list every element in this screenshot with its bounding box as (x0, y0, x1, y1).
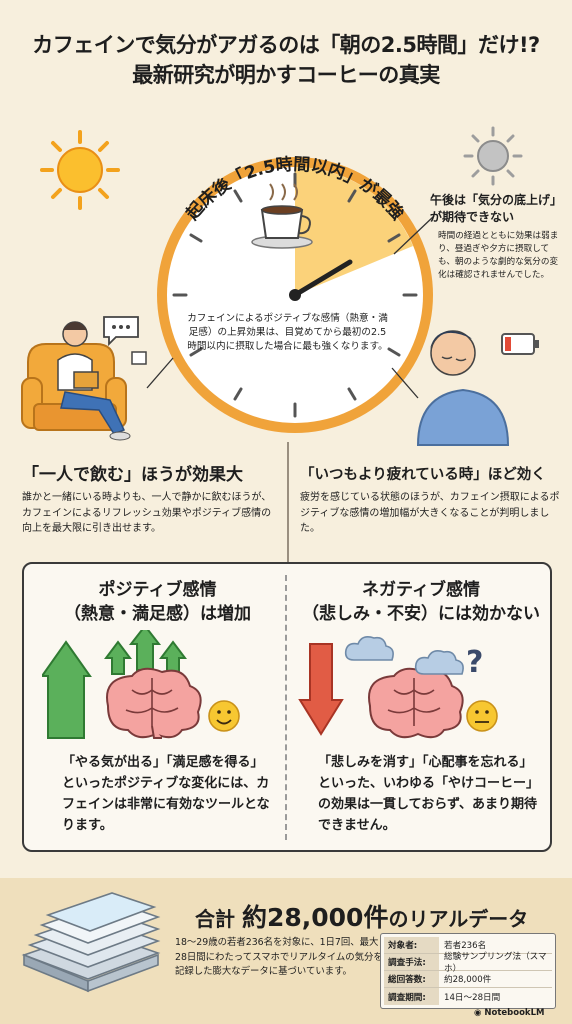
table-value: 約28,000件 (444, 975, 492, 985)
connector-line-left (146, 357, 174, 389)
negative-body: 「悲しみを消す」「心配事を忘れる」といった、いわゆる「やけコーヒー」の効果は一貫… (318, 755, 538, 833)
brain-icon (106, 667, 202, 739)
afternoon-heading: 午後は「気分の底上げ」が期待できない (430, 193, 563, 224)
table-value: 総験サンプリング法（スマホ） (444, 952, 547, 974)
table-row: 調査期間: 14日〜28日間 (384, 988, 552, 1005)
down-arrow-icon (298, 643, 344, 736)
study-table: 対象者: 若者236名 調査手法: 総験サンプリング法（スマホ） 総回答数: 約… (380, 933, 556, 1009)
sun-icon (40, 130, 120, 210)
brain-icon (368, 667, 464, 739)
positive-heading: ポジティブ感情 （熱意・満足感）は増加 (40, 578, 275, 626)
table-row: 総回答数: 約28,000件 (384, 971, 552, 988)
tired-person-illustration (416, 330, 510, 446)
pointer-line (393, 215, 435, 255)
question-icon: ? (466, 645, 483, 680)
reading-person-illustration (21, 321, 147, 441)
data-title-prefix: 合計 (195, 907, 242, 931)
table-key: 総回答数: (384, 971, 439, 987)
table-key: 調査期間: (384, 988, 439, 1005)
table-row: 調査手法: 総験サンプリング法（スマホ） (384, 952, 552, 974)
grey-sun-icon (463, 126, 523, 186)
coffee-cup-icon (251, 183, 313, 249)
neutral-face-icon (466, 700, 498, 732)
positive-heading-line2: （熱意・満足感）は増加 (64, 604, 251, 624)
center-divider (287, 442, 289, 562)
page-title: カフェインで気分がアガるのは「朝の2.5時間」だけ!? 最新研究が明かすコーヒー… (0, 30, 572, 90)
phones-stack-icon (21, 892, 161, 993)
table-value: 若者236名 (444, 941, 487, 951)
title-line2: 最新研究が明かすコーヒーの真実 (132, 63, 440, 87)
data-body: 18〜29歳の若者236名を対象に、1日7回、最大28日間にわたってスマホでリア… (175, 937, 383, 977)
alone-heading: 「一人で飲む」ほうが効果大 (22, 465, 243, 485)
speech-bubble-icon (103, 316, 139, 347)
table-key: 調査手法: (384, 954, 439, 970)
positive-heading-line1: ポジティブ感情 (98, 580, 217, 600)
cloud-icon (344, 636, 464, 675)
brand-logo-icon: ◉ (474, 1008, 485, 1018)
positive-body: 「やる気が出る」「満足感を得る」といったポジティブな変化には、カフェインは非常に… (62, 755, 270, 833)
up-arrow-icon (42, 630, 187, 739)
connector-line-right (391, 367, 419, 399)
negative-heading-line1: ネガティブ感情 (362, 580, 480, 600)
table-value: 14日〜28日間 (444, 992, 501, 1003)
data-title-suffix: のリアルデータ (388, 907, 529, 931)
svg-text:?: ? (466, 645, 483, 680)
table-key: 対象者: (384, 937, 439, 953)
alone-body: 誰かと一緒にいる時よりも、一人で静かに飲むほうが、カフェインによるリフレッシュ効… (22, 492, 272, 534)
tired-body: 疲労を感じている状態のほうが、カフェイン摂取によるポジティブな感情の増加幅が大き… (300, 492, 560, 534)
table-row: 対象者: 若者236名 (384, 937, 552, 954)
smile-icon (208, 700, 240, 732)
clock: 起床後「2.5時間以内」が最強 (157, 154, 433, 433)
title-line1: カフェインで気分がアガるのは「朝の2.5時間」だけ!? (32, 33, 540, 57)
negative-heading-line2: （悲しみ・不安）には効かない (302, 604, 540, 624)
negative-heading: ネガティブ感情 （悲しみ・不安）には効かない (296, 578, 546, 626)
data-title-big: 約28,000件 (241, 903, 389, 932)
tired-heading: 「いつもより疲れている時」ほど効く (300, 467, 546, 483)
negative-illustration: ? (298, 636, 498, 739)
battery-low-icon (501, 333, 539, 355)
clock-caption: カフェインによるポジティブな感情（熱意・満足感）の上昇効果は、目覚めてから最初の… (187, 313, 388, 352)
brand-name: NotebookLM (484, 1008, 545, 1018)
positive-illustration (42, 630, 240, 739)
brand-mark: ◉ NotebookLM (474, 1008, 544, 1018)
data-title: 合計 約28,000件のリアルデータ (195, 898, 528, 934)
afternoon-body: 時間の経過とともに効果は弱まり、昼過ぎや夕方に摂取しても、朝のような劇的な気分の… (438, 231, 559, 280)
panel-divider (285, 575, 287, 840)
